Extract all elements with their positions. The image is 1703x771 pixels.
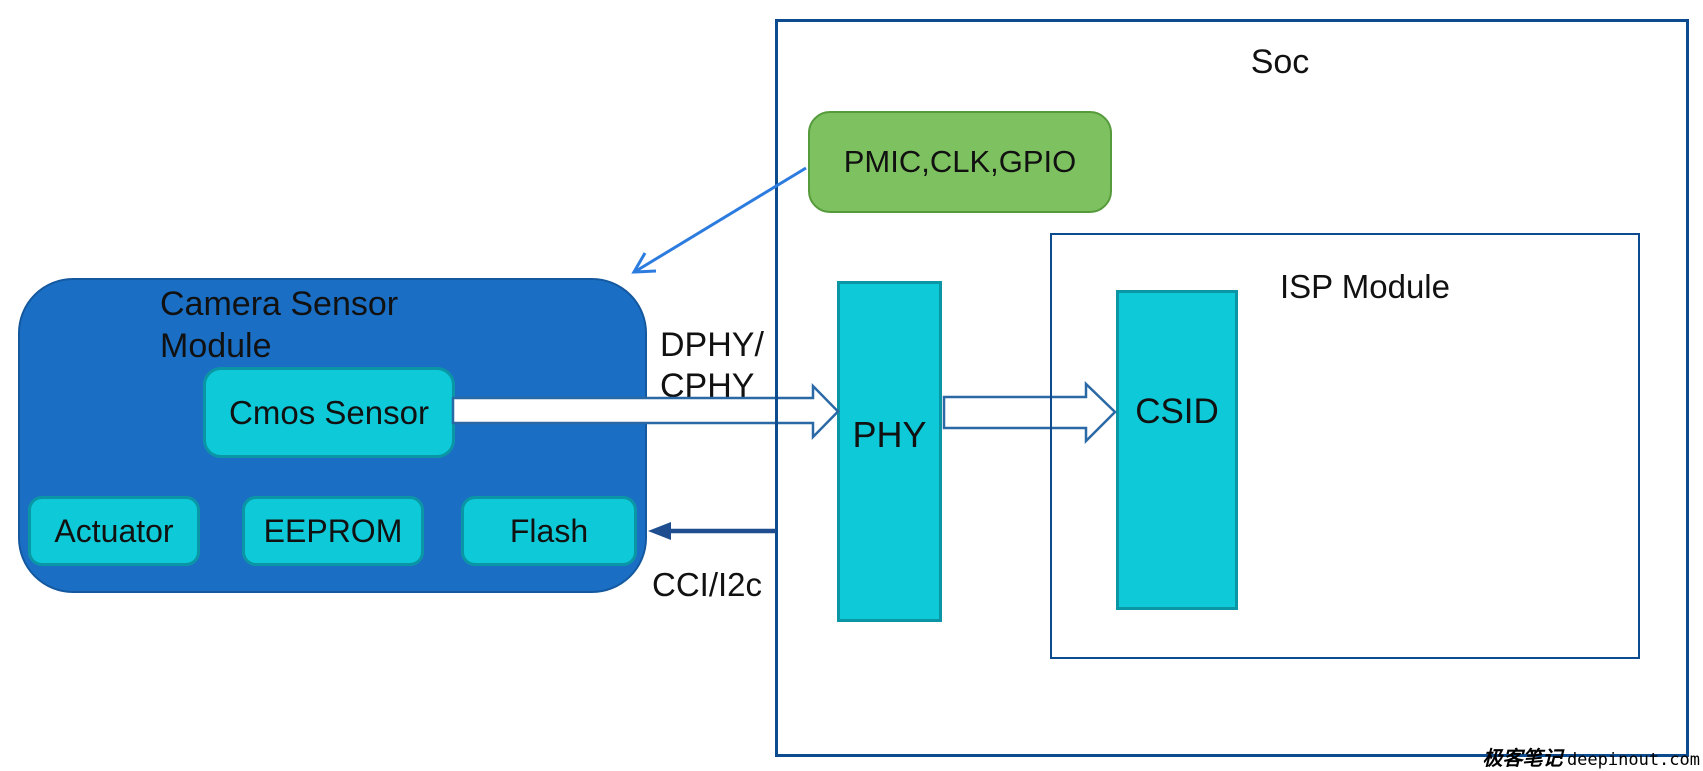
camera-title-line2: Module [160, 327, 272, 365]
eeprom-label: EEPROM [263, 512, 403, 549]
dphy-cphy-label: DPHY/ CPHY [660, 326, 764, 405]
cci-arrow-head [648, 522, 671, 540]
camera-title-line1: Camera Sensor [160, 285, 399, 323]
cmos-sensor-box: Cmos Sensor [203, 367, 455, 458]
pmic-clk-gpio-label: PMIC,CLK,GPIO [843, 144, 1077, 179]
cci-i2c-label: CCI/I2c [652, 566, 763, 603]
flash-box: Flash [461, 496, 637, 566]
cmos-sensor-label: Cmos Sensor [229, 393, 429, 431]
actuator-box: Actuator [28, 496, 200, 566]
eeprom-box: EEPROM [242, 496, 424, 566]
camera-sensor-module-title: Camera Sensor Module [160, 283, 580, 367]
actuator-label: Actuator [54, 512, 174, 549]
csid-box [1116, 290, 1238, 610]
pmic-clk-gpio-box: PMIC,CLK,GPIO [808, 111, 1112, 213]
watermark-site: deepinout.com [1566, 750, 1700, 770]
csid-label: CSID [1135, 392, 1219, 431]
phy-label: PHY [852, 414, 927, 455]
watermark: 极客笔记 deepinout.com [1380, 742, 1700, 771]
phy-box [837, 281, 942, 622]
isp-module-title: ISP Module [1280, 268, 1450, 305]
pmic-arrow-head [631, 252, 657, 274]
watermark-cjk: 极客笔记 [1482, 746, 1563, 770]
soc-title: Soc [1250, 43, 1310, 81]
flash-label: Flash [509, 512, 589, 549]
